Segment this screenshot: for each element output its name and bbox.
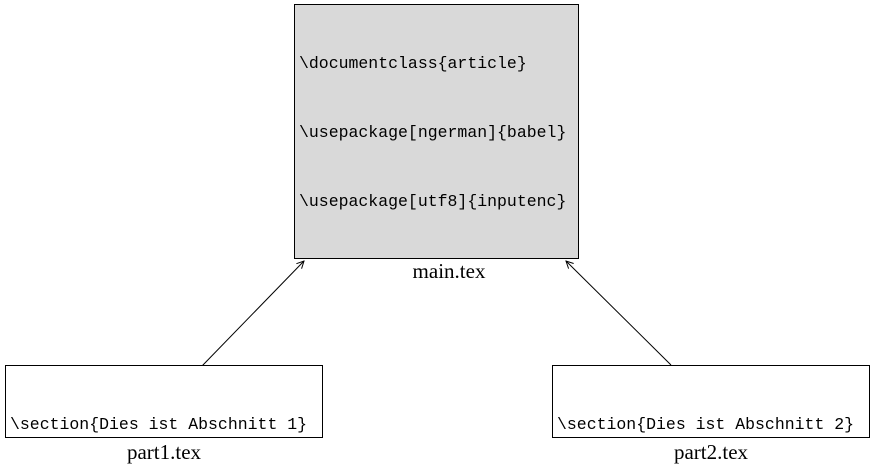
main-tex-box: \documentclass{article} \usepackage[nger…	[294, 4, 579, 259]
main-tex-label: main.tex	[412, 259, 486, 283]
code-line: \documentclass{article}	[299, 54, 527, 73]
arrow-part1-to-main	[201, 261, 304, 367]
arrow-part2-to-main	[566, 261, 672, 366]
part1-tex-box: \section{Dies ist Abschnitt 1} Hier ein …	[5, 365, 323, 438]
part1-tex-label: part1.tex	[126, 440, 202, 464]
code-line: \section{Dies ist Abschnitt 1}	[10, 415, 308, 434]
code-line: \section{Dies ist Abschnitt 2}	[557, 415, 855, 434]
code-line: \usepackage[ngerman]{babel}	[299, 123, 567, 142]
part2-tex-box: \section{Dies ist Abschnitt 2} Hier ein …	[552, 365, 870, 438]
part2-tex-label: part2.tex	[673, 440, 749, 464]
code-line: \usepackage[utf8]{inputenc}	[299, 192, 567, 211]
